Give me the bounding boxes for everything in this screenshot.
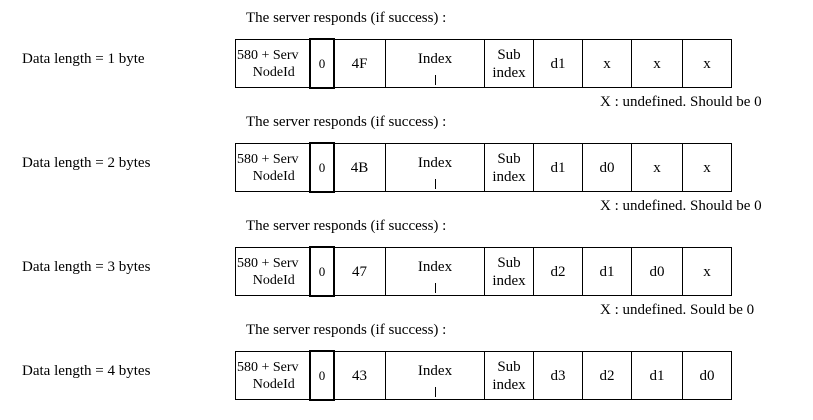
command-cell: 43 [333,351,386,400]
data-byte-cell: d2 [582,351,632,400]
undefined-note: X : undefined. Should be 0 [600,94,762,110]
index-label: Index [417,259,453,275]
data-byte-cell: d1 [582,247,632,296]
data-byte-cell: x [682,39,732,88]
data-byte-cell: d0 [582,143,632,192]
data-byte-cell: d0 [682,351,732,400]
index-byte-divider [435,387,436,397]
index-byte-divider [435,179,436,189]
data-byte-cell: d1 [631,351,683,400]
index-label: Index [417,51,453,67]
responds-label: The server responds (if success) : [246,114,447,130]
data-length-label: Data length = 4 bytes [22,363,151,379]
response-block-1-byte: The server responds (if success) : Data … [0,0,813,110]
index-byte-divider [435,75,436,85]
data-byte-cell: x [631,143,683,192]
bit0-cell: 0 [309,350,335,401]
command-cell: 4F [333,39,386,88]
undefined-note: X : undefined. Sould be 0 [600,302,755,318]
command-cell: 4B [333,143,386,192]
bit0-cell: 0 [309,142,335,193]
response-block-2-bytes: The server responds (if success) : Data … [0,104,813,214]
data-byte-cell: d1 [533,39,583,88]
data-byte-cell: x [631,39,683,88]
index-cell: Index [385,39,485,88]
command-cell: 47 [333,247,386,296]
data-byte-cell: d0 [631,247,683,296]
response-block-4-bytes: The server responds (if success) : Data … [0,312,813,416]
bit0-cell: 0 [309,246,335,297]
data-byte-cell: x [682,143,732,192]
responds-label: The server responds (if success) : [246,322,447,338]
data-byte-cell: x [682,247,732,296]
index-label: Index [417,363,453,379]
data-length-label: Data length = 1 byte [22,51,145,67]
index-cell: Index [385,247,485,296]
undefined-note: X : undefined. Should be 0 [600,198,762,214]
index-cell: Index [385,143,485,192]
responds-label: The server responds (if success) : [246,218,447,234]
index-cell: Index [385,351,485,400]
responds-label: The server responds (if success) : [246,10,447,26]
data-length-label: Data length = 2 bytes [22,155,151,171]
index-label: Index [417,155,453,171]
response-block-3-bytes: The server responds (if success) : Data … [0,208,813,318]
data-length-label: Data length = 3 bytes [22,259,151,275]
data-byte-cell: x [582,39,632,88]
data-byte-cell: d3 [533,351,583,400]
index-byte-divider [435,283,436,293]
data-byte-cell: d2 [533,247,583,296]
bit0-cell: 0 [309,38,335,89]
data-byte-cell: d1 [533,143,583,192]
